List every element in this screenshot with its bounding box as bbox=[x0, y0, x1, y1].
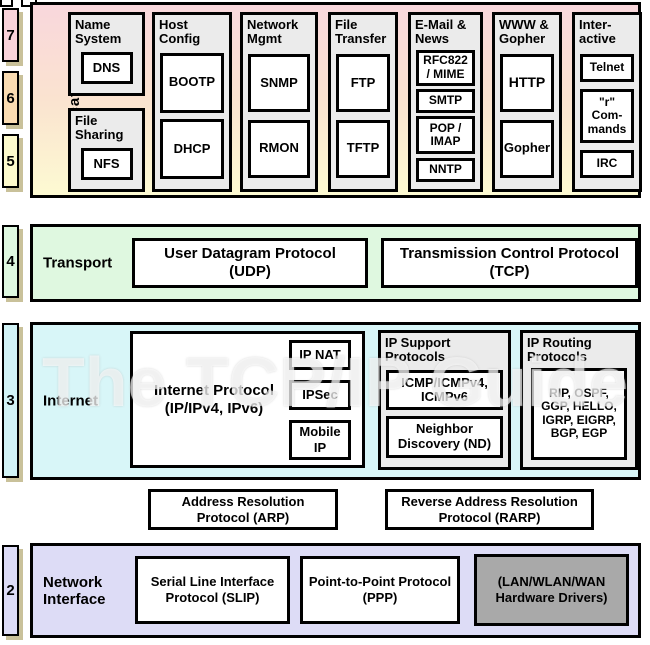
layer-number-7: 7 bbox=[2, 8, 19, 62]
transport-layer-label: Transport bbox=[43, 254, 113, 272]
panel-file-transfer: File Transfer FTP TFTP bbox=[328, 12, 398, 192]
panel-boxes: SNMP RMON bbox=[243, 47, 315, 189]
protocol-box-ftp: FTP bbox=[336, 54, 390, 113]
panel-boxes: RIP, OSPF, GGP, HELLO, IGRP, EIGRP, BGP,… bbox=[523, 365, 635, 467]
layer-number-6: 6 bbox=[2, 71, 19, 125]
panel-network-mgmt: Network Mgmt SNMP RMON bbox=[240, 12, 318, 192]
protocol-box-r-commands: "r" Com- mands bbox=[580, 88, 634, 143]
protocol-box-gopher: Gopher bbox=[500, 119, 554, 178]
protocol-box-smtp: SMTP bbox=[416, 89, 475, 114]
protocol-box-routing-protocols: RIP, OSPF, GGP, HELLO, IGRP, EIGRP, BGP,… bbox=[531, 367, 627, 460]
protocol-box-irc: IRC bbox=[580, 149, 634, 178]
panel-title: Inter- active bbox=[579, 17, 616, 47]
layer-number-2: 2 bbox=[2, 545, 19, 636]
protocol-box-dns: DNS bbox=[80, 51, 133, 84]
panel-title: WWW & Gopher bbox=[499, 17, 549, 47]
panel-title: IP Routing Protocols bbox=[527, 335, 592, 365]
panel-title: File Transfer bbox=[335, 17, 387, 47]
panel-file-sharing: File Sharing NFS bbox=[68, 108, 145, 192]
panel-www-gopher: WWW & Gopher HTTP Gopher bbox=[492, 12, 562, 192]
protocol-box-rfc822-mime: RFC822 / MIME bbox=[416, 49, 475, 86]
panel-email-news: E-Mail & News RFC822 / MIME SMTP POP / I… bbox=[408, 12, 483, 192]
protocol-box-telnet: Telnet bbox=[580, 53, 634, 82]
layer-number-3: 3 bbox=[2, 323, 19, 478]
panel-title: Host Config bbox=[159, 17, 201, 47]
protocol-box-http: HTTP bbox=[500, 54, 554, 113]
protocol-box-mobile-ip: Mobile IP bbox=[289, 420, 351, 460]
protocol-box-rarp: Reverse Address Resolution Protocol (RAR… bbox=[385, 489, 594, 530]
cropped-box-stub bbox=[0, 0, 13, 7]
panel-title: IP Support Protocols bbox=[385, 335, 451, 365]
protocol-box-ip: Internet Protocol (IP/IPv4, IPv6) IP NAT… bbox=[130, 331, 365, 468]
ip-main-label: Internet Protocol (IP/IPv4, IPv6) bbox=[153, 381, 274, 417]
panel-name-system: Name System DNS bbox=[68, 12, 145, 96]
layer-number-4: 4 bbox=[2, 225, 19, 298]
panel-interactive: Inter- active Telnet "r" Com- mands IRC bbox=[572, 12, 642, 192]
protocol-box-tftp: TFTP bbox=[336, 119, 390, 178]
panel-title: File Sharing bbox=[75, 113, 124, 143]
panel-title: E-Mail & News bbox=[415, 17, 467, 47]
protocol-box-arp: Address Resolution Protocol (ARP) bbox=[148, 489, 338, 530]
network-interface-layer-label: Network Interface bbox=[43, 573, 106, 608]
panel-boxes: DNS bbox=[71, 47, 142, 93]
internet-layer-label: Internet bbox=[43, 392, 99, 410]
network-interface-layer: Network Interface Serial Line Interface … bbox=[30, 543, 641, 638]
panel-boxes: NFS bbox=[71, 143, 142, 189]
panel-boxes: RFC822 / MIME SMTP POP / IMAP NNTP bbox=[411, 47, 480, 189]
protocol-box-hardware-drivers: (LAN/WLAN/WAN Hardware Drivers) bbox=[474, 554, 629, 626]
panel-ip-support: IP Support Protocols ICMP/ICMPv4, ICMPv6… bbox=[378, 330, 511, 470]
panel-title: Network Mgmt bbox=[247, 17, 299, 47]
protocol-box-nfs: NFS bbox=[80, 147, 133, 180]
application-layer: Application Name System DNS File Sharing… bbox=[30, 2, 642, 198]
panel-boxes: ICMP/ICMPv4, ICMPv6 Neighbor Discovery (… bbox=[381, 365, 508, 467]
panel-title: Name System bbox=[75, 17, 122, 47]
protocol-box-ppp: Point-to-Point Protocol (PPP) bbox=[300, 556, 460, 624]
panel-boxes: Telnet "r" Com- mands IRC bbox=[575, 47, 639, 189]
panel-ip-routing: IP Routing Protocols RIP, OSPF, GGP, HEL… bbox=[520, 330, 638, 470]
protocol-box-bootp: BOOTP bbox=[160, 52, 224, 113]
protocol-box-snmp: SNMP bbox=[248, 54, 310, 113]
protocol-box-icmp: ICMP/ICMPv4, ICMPv6 bbox=[386, 370, 503, 411]
panel-boxes: BOOTP DHCP bbox=[155, 47, 229, 189]
panel-boxes: HTTP Gopher bbox=[495, 47, 559, 189]
panel-boxes: FTP TFTP bbox=[331, 47, 395, 189]
protocol-box-dhcp: DHCP bbox=[160, 118, 224, 179]
transport-layer: Transport User Datagram Protocol (UDP) T… bbox=[30, 224, 641, 302]
internet-layer: Internet Internet Protocol (IP/IPv4, IPv… bbox=[30, 322, 641, 480]
panel-host-config: Host Config BOOTP DHCP bbox=[152, 12, 232, 192]
protocol-box-slip: Serial Line Interface Protocol (SLIP) bbox=[135, 556, 290, 624]
layer-number-5: 5 bbox=[2, 134, 19, 188]
protocol-box-ip-nat: IP NAT bbox=[289, 340, 351, 370]
protocol-box-nntp: NNTP bbox=[416, 157, 475, 182]
protocol-box-tcp: Transmission Control Protocol (TCP) bbox=[381, 238, 638, 288]
protocol-box-pop-imap: POP / IMAP bbox=[416, 116, 475, 155]
protocol-box-neighbor-discovery: Neighbor Discovery (ND) bbox=[386, 415, 503, 458]
protocol-box-ipsec: IPSec bbox=[289, 380, 351, 410]
protocol-box-rmon: RMON bbox=[248, 119, 310, 178]
protocol-box-udp: User Datagram Protocol (UDP) bbox=[132, 238, 368, 288]
